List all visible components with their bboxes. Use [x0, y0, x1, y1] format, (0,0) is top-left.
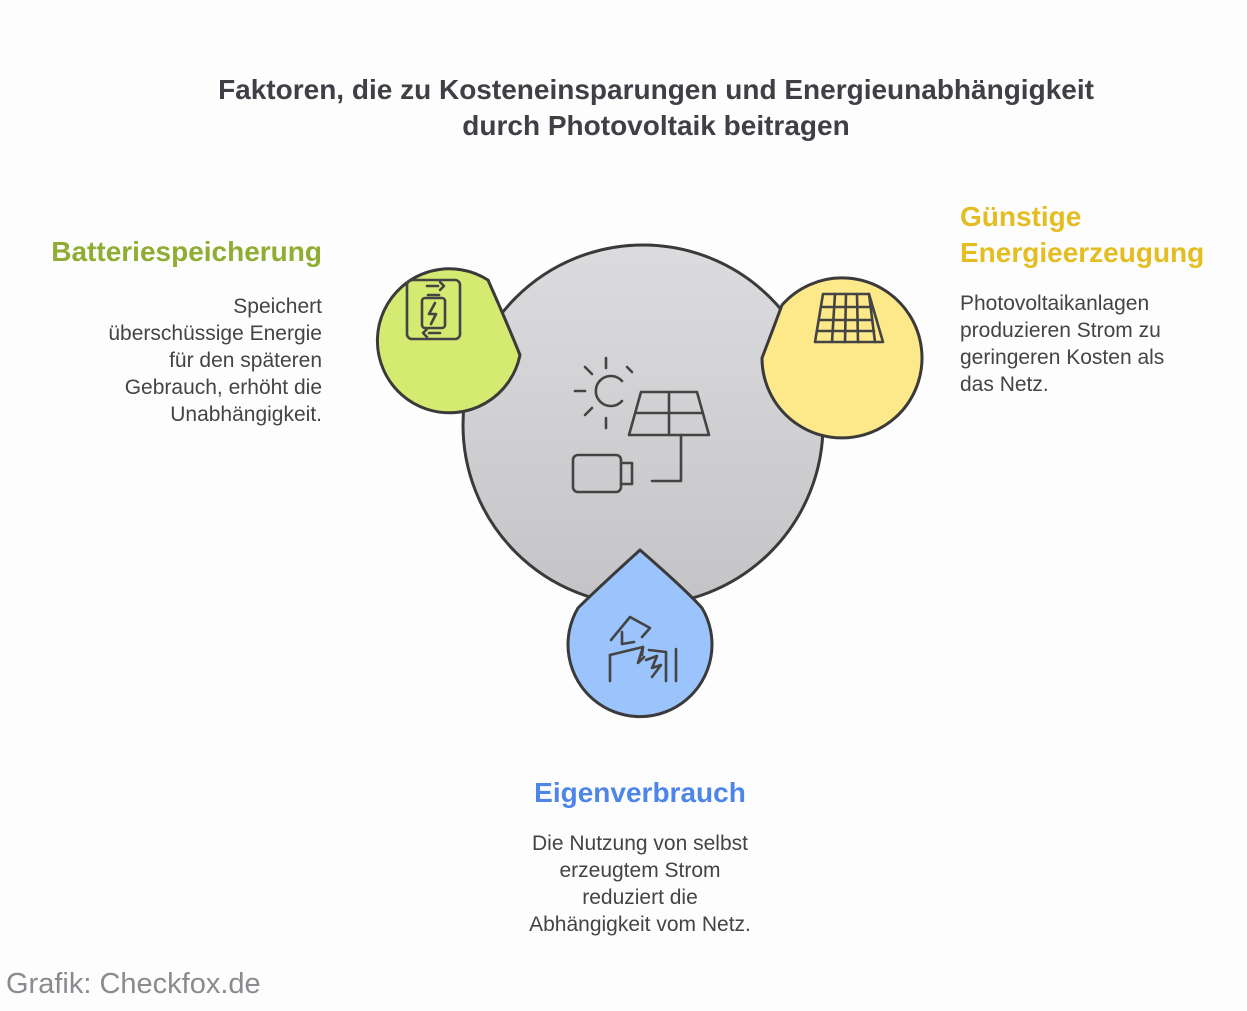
solar-panel-icon — [813, 292, 885, 344]
cheap-desc-line: geringeren Kosten als — [960, 346, 1165, 369]
solar-panel-battery-icon — [571, 356, 711, 494]
title-line-1: Faktoren, die zu Kosteneinsparungen und … — [218, 74, 1094, 105]
diagram-title: Faktoren, die zu Kosteneinsparungen und … — [156, 72, 1156, 144]
self-consumption-heading: Eigenverbrauch — [534, 777, 746, 808]
cheap-desc-line: produzieren Strom zu — [960, 319, 1161, 342]
cheap-desc-line: Photovoltaikanlagen — [960, 292, 1150, 315]
solar-drop-shape — [760, 276, 924, 440]
cheap-energy-heading-line: Günstige — [960, 201, 1082, 232]
self-desc-line: reduziert die — [582, 886, 698, 909]
self-desc-line: erzeugtem Strom — [559, 859, 721, 882]
battery-drop-shape — [375, 267, 522, 415]
battery-desc-line: überschüssige Energie — [108, 322, 322, 345]
cheap-energy-description: Photovoltaikanlagen produzieren Strom zu… — [960, 290, 1240, 398]
battery-description: Speichert überschüssige Energie für den … — [22, 293, 322, 428]
self-desc-line: Die Nutzung von selbst — [532, 832, 748, 855]
battery-heading: Batteriespeicherung — [51, 236, 322, 267]
cheap-desc-line: das Netz. — [960, 373, 1049, 396]
battery-desc-line: Speichert — [233, 295, 322, 318]
battery-cycle-icon — [405, 278, 462, 341]
title-line-2: durch Photovoltaik beitragen — [462, 110, 850, 141]
house-lightning-icon — [608, 615, 678, 683]
battery-desc-line: Gebrauch, erhöht die — [124, 376, 322, 399]
credit-text: Grafik: Checkfox.de — [6, 968, 261, 1000]
battery-desc-line: für den späteren — [169, 349, 322, 372]
cheap-energy-heading: Günstige Energieerzeugung — [960, 199, 1240, 271]
self-consumption-description: Die Nutzung von selbst erzeugtem Strom r… — [440, 830, 840, 938]
battery-desc-line: Unabhängigkeit. — [170, 403, 322, 426]
cheap-energy-heading-line: Energieerzeugung — [960, 237, 1205, 268]
self-desc-line: Abhängigkeit vom Netz. — [529, 913, 751, 936]
